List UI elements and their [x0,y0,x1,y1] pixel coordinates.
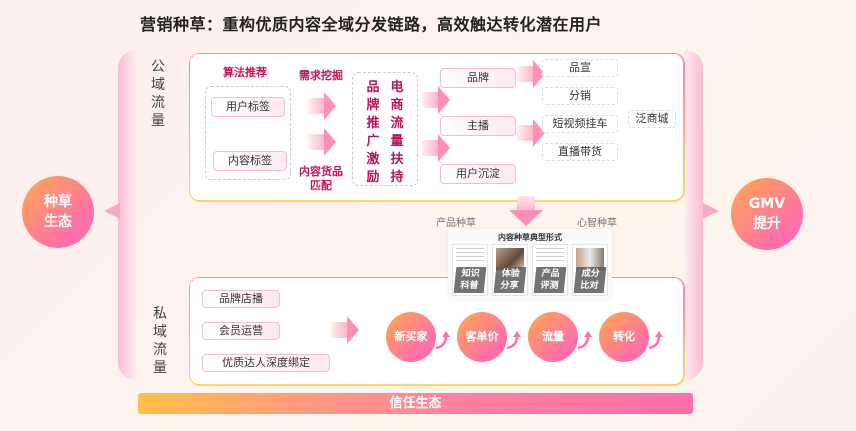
arrow-right-icon [331,316,359,344]
trend-up-icon [434,330,452,350]
tag-group: 用户标签 内容标签 [205,86,291,180]
membership-ops: 会员运营 [202,322,280,340]
diagram-title: 营销种草：重构优质内容全域分发链路，高效触达转化潜在用户 [140,15,603,34]
match-line1: 内容货品 [299,165,343,178]
arrow-right-icon [517,60,545,88]
public-traffic-label: 公 域 流 量 [150,58,166,130]
demand-mining-head: 需求挖掘 [299,69,343,82]
arrow-right-icon [308,92,336,120]
user-tag: 用户标签 [211,97,285,117]
form-line: 评测 [539,281,559,291]
public-traffic-panel: 算法推荐 用户标签 内容标签 需求挖掘 内容货品 匹配 品 牌 推 广 激 励 … [188,52,685,202]
col-char: 量 [390,134,404,149]
right-bracket [685,50,703,380]
match-line2: 匹配 [310,179,332,192]
label-char: 公 [151,59,165,75]
metric-traffic: 流量 [528,312,578,362]
col-char: 牌 [366,98,380,113]
metric-conversion: 转化 [599,312,649,362]
channel-live-selling: 直播带货 [542,143,618,161]
col-char: 商 [390,98,404,113]
right-bracket-tip [703,203,719,219]
col-char: 流 [390,116,404,131]
arrow-right-icon [517,119,545,147]
gmv-boost-node: GMV 提升 [731,178,803,250]
seeding-ecosystem-node: 种草 生态 [22,176,94,248]
col-char: 扶 [390,152,404,167]
influencer-binding: 优质达人深度绑定 [202,354,330,372]
form-line: 比对 [579,281,599,291]
product-seeding-label: 产品种草 [436,218,476,229]
label-char: 量 [151,113,165,129]
gmv-line2: 提升 [753,216,781,232]
target-brand: 品牌 [440,68,516,88]
channel-brand-promo: 品宣 [542,59,618,77]
trend-up-icon [647,330,665,350]
arrow-right-icon [422,86,450,114]
col-char: 广 [366,134,380,149]
trust-ecosystem-bar: 信任生态 [138,393,693,414]
label-char: 流 [153,342,167,358]
card-title: 内容种草典型形式 [498,233,562,242]
label-char: 流 [151,95,165,111]
form-ingredient: 成分比对 [572,244,608,296]
col-char: 品 [366,80,380,95]
col-char: 激 [366,152,380,167]
label-char: 量 [153,360,167,376]
form-line: 体验 [501,269,521,279]
target-user-retention: 用户沉淀 [440,164,516,184]
mind-seeding-label: 心智种草 [577,218,617,229]
label-char: 域 [151,77,165,93]
gmv-line1: GMV [748,196,786,212]
channel-short-video: 短视频挂车 [542,115,618,133]
ecommerce-support-column: 电 商 流 量 扶 持 [389,79,405,187]
form-knowledge: 知识科普 [452,244,488,296]
arrow-down-icon [509,196,543,228]
trend-up-icon [576,330,594,350]
seeding-ecosystem-line1: 种草 [44,194,72,210]
left-bracket [118,50,136,380]
arrow-right-icon [422,134,450,162]
col-char: 电 [390,80,404,95]
content-tag: 内容标签 [213,151,287,171]
brand-store-live: 品牌店播 [202,290,280,308]
form-review: 产品评测 [532,244,568,296]
left-bracket-tip [104,203,120,219]
seeding-ecosystem-line2: 生态 [44,214,72,230]
col-char: 持 [390,170,404,185]
col-char: 励 [366,170,380,185]
arrow-right-icon [308,128,336,156]
private-traffic-label: 私 域 流 量 [152,305,168,377]
trend-up-icon [505,330,523,350]
brand-promotion-column: 品 牌 推 广 激 励 [365,79,381,187]
incentive-group: 品 牌 推 广 激 励 电 商 流 量 扶 持 [352,72,418,186]
label-char: 私 [153,306,167,322]
label-char: 域 [153,324,167,340]
col-char: 推 [366,116,380,131]
pan-mall: 泛商城 [628,110,676,128]
form-line: 分享 [499,281,519,291]
form-line: 产品 [541,269,561,279]
form-experience: 体验分享 [492,244,528,296]
form-line: 科普 [459,281,479,291]
target-anchor: 主播 [440,116,516,136]
algorithm-recommend-head: 算法推荐 [223,66,267,79]
channel-distribution: 分销 [542,87,618,105]
form-line: 成分 [581,269,601,279]
content-seeding-forms-card: 内容种草典型形式 知识科普 体验分享 产品评测 成分比对 [448,229,612,299]
metric-new-buyers: 新买家 [386,312,436,362]
metric-avg-order-value: 客单价 [457,312,507,362]
form-line: 知识 [461,269,481,279]
content-goods-match-head: 内容货品 匹配 [293,165,349,193]
